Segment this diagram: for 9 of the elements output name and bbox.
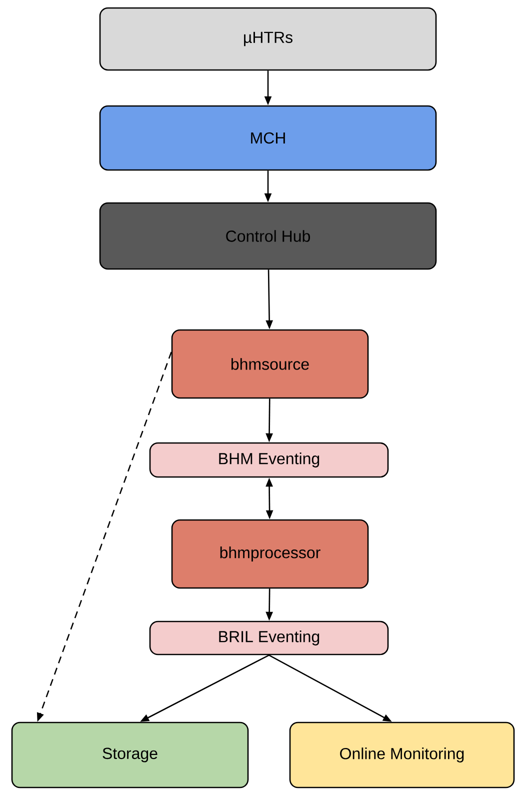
process-box: Online Monitoring (289, 722, 515, 788)
process-box: MCH (99, 105, 437, 171)
process-box: bhmsource (171, 329, 369, 399)
process-box: Storage (11, 722, 249, 788)
process-box: BRIL Eventing (149, 620, 389, 656)
process-box: BHM Eventing (149, 442, 389, 478)
process-box: Control Hub (99, 202, 437, 270)
process-box: bhmprocessor (171, 519, 369, 589)
process-box: µHTRs (99, 7, 437, 71)
